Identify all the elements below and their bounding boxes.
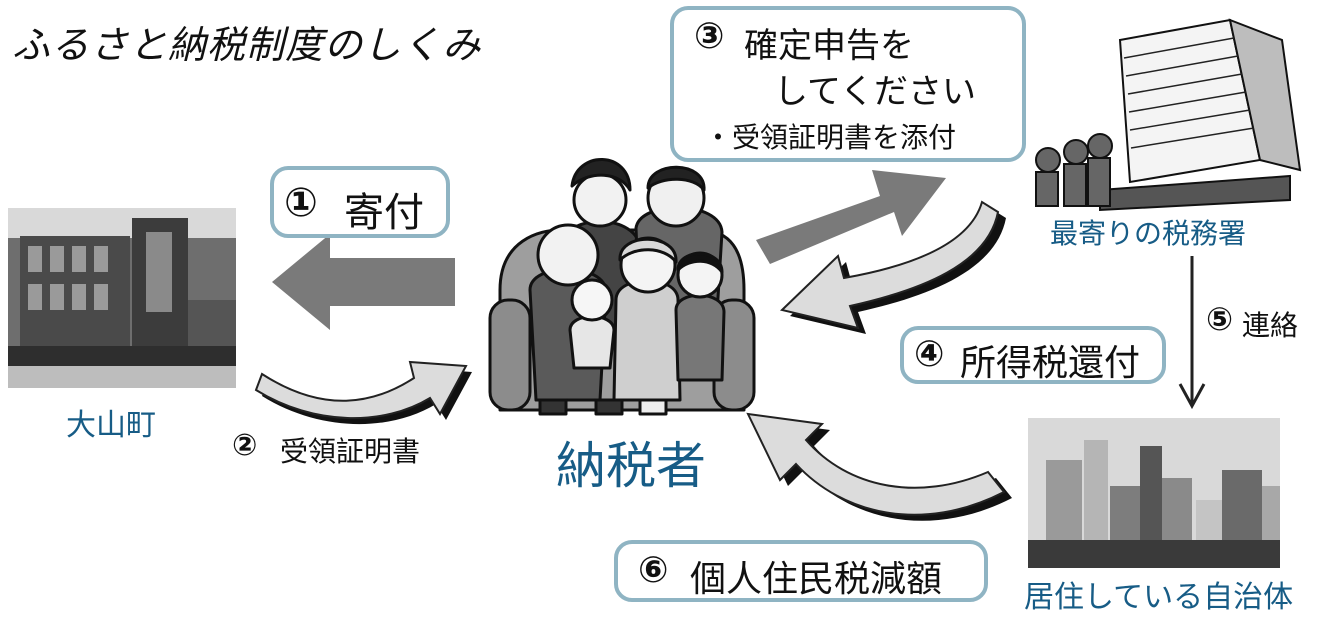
- tax-office-label: 最寄りの税務署: [1050, 217, 1247, 250]
- family-illustration: [488, 158, 756, 416]
- step6-label: 個人住民税減額: [690, 559, 943, 600]
- step4-bubble: ④ 所得税還付: [900, 326, 1166, 384]
- step3-bubble: ③ 確定申告を してください ・受領証明書を添付: [670, 6, 1026, 162]
- step3-number: ③: [694, 16, 725, 57]
- taxpayer-label: 納税者: [556, 437, 706, 495]
- step6-bubble: ⑥ 個人住民税減額: [614, 540, 988, 602]
- step3-line3: ・受領証明書を添付: [704, 121, 957, 154]
- diagram-title: ふるさと納税制度のしくみ: [12, 23, 482, 67]
- municipality-photo: [1028, 418, 1280, 568]
- tax-reduction-arrow: [746, 412, 1012, 521]
- refund-arrow: [779, 200, 1006, 334]
- step5-label: 連絡: [1242, 309, 1299, 342]
- contact-arrow: [1178, 256, 1206, 410]
- step1-label: 寄付: [344, 190, 424, 236]
- step6-number: ⑥: [638, 550, 669, 591]
- donation-arrow: [272, 234, 455, 330]
- town-label: 大山町: [66, 408, 156, 443]
- step2-label: 受領証明書: [280, 435, 421, 468]
- step3-line1: 確定申告を: [744, 26, 914, 66]
- step1-number: ①: [284, 180, 318, 226]
- municipality-label: 居住している自治体: [1024, 580, 1294, 615]
- filing-arrow: [756, 170, 946, 264]
- certificate-arrow: [254, 360, 472, 425]
- step4-number: ④: [914, 334, 945, 375]
- tax-office-illustration: [1035, 18, 1302, 212]
- step3-line2: してください: [774, 72, 976, 112]
- step2-number: ②: [232, 428, 258, 463]
- town-hall-photo: [8, 208, 236, 388]
- step5-number: ⑤: [1206, 300, 1234, 338]
- step1-bubble: ① 寄付: [270, 166, 450, 238]
- step4-label: 所得税還付: [960, 343, 1141, 384]
